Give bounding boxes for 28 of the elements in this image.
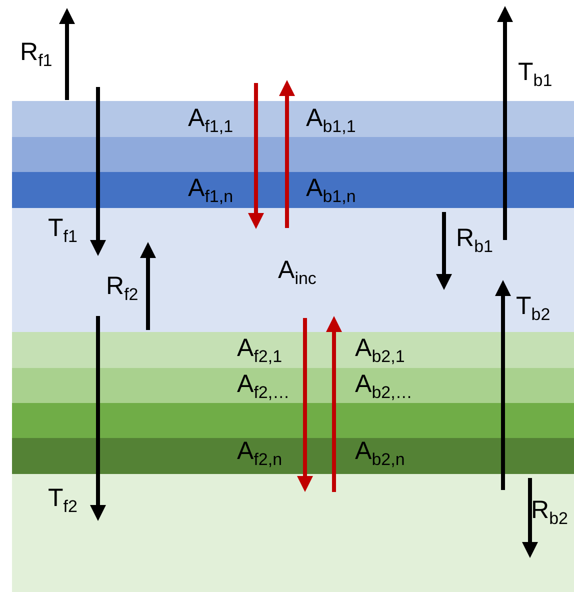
amplitude-label: A$_{f1,n}$ (188, 174, 234, 202)
amplitude-label: A$_{b2,n}$ (355, 437, 405, 465)
amplitude-label: A$_{f2,n}$ (237, 437, 282, 465)
layer-band (12, 101, 574, 137)
amplitude-label: A$_{b1,1}$ (306, 104, 356, 132)
layer-band (12, 438, 574, 474)
layer-band (12, 403, 574, 438)
amplitude-label: A$_{b2,…}$ (355, 370, 412, 398)
amplitude-label: A$_{b1,n}$ (306, 174, 356, 202)
layer-band (12, 332, 574, 368)
amplitude-label: A$_{f2,1}$ (237, 334, 282, 362)
medium-band (12, 208, 574, 332)
arrow-label: R$_{f1}$ (20, 38, 52, 66)
amplitude-label: A$_{f2,…}$ (237, 370, 290, 398)
arrow-label: R$_{b1}$ (456, 224, 493, 252)
arrow-label: T$_{f1}$ (48, 214, 78, 242)
layer-band (12, 137, 574, 172)
amplitude-label: A$_{b2,1}$ (355, 334, 405, 362)
arrow-label: T$_{f2}$ (48, 484, 78, 512)
amplitude-label: A$_{f1,1}$ (188, 104, 234, 132)
arrow-label: R$_{b2}$ (531, 496, 568, 524)
arrow-label: T$_{b2}$ (516, 292, 550, 320)
layer-band (12, 368, 574, 403)
amplitude-label: A$_{inc}$ (278, 256, 316, 284)
arrow-label: R$_{f2}$ (106, 272, 138, 300)
arrow-label: T$_{b1}$ (518, 58, 552, 86)
layer-band (12, 474, 574, 592)
layer-band (12, 172, 574, 208)
